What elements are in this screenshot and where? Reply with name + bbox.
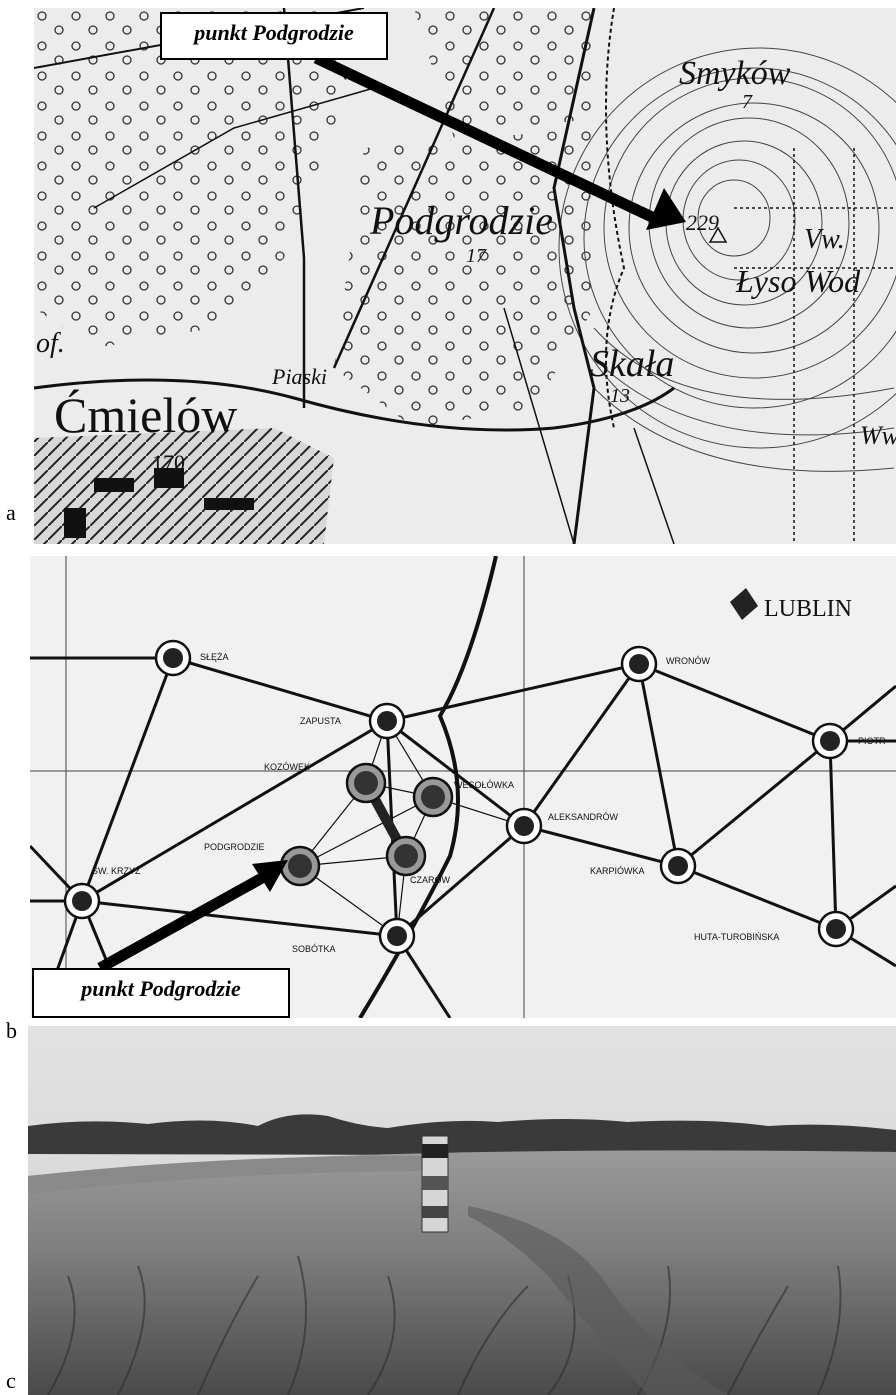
survey-marker-post: [421, 1135, 449, 1233]
station-aleksandrow: [505, 807, 543, 845]
station-kozowek: [345, 762, 387, 804]
label-elevation-229: 229: [686, 210, 719, 235]
label-lublin: LUBLIN: [764, 596, 852, 622]
label-skala-number: 13: [610, 385, 630, 407]
label-piaski: Piaski: [271, 364, 327, 389]
label-vw: Vw.: [804, 224, 845, 255]
label-kozowek: KOZÓWEK: [264, 762, 310, 772]
field-photo: [28, 1026, 896, 1395]
label-zapusta: ZAPUSTA: [300, 716, 341, 726]
label-sw-krzyz: ŚW. KRZYŻ: [92, 865, 141, 876]
label-lysowody: Łyso Wod: [735, 263, 861, 299]
pointer-arrow-shaft: [313, 53, 657, 223]
label-piotr: PIOTR: [858, 736, 886, 746]
label-podgrodzie-number: 17: [466, 245, 487, 267]
station-karpiowka: [659, 847, 697, 885]
triangulation-network-panel: SŁĘŻA ZAPUSTA WRONÓW PIOTR KOZÓWEK WESOŁ…: [30, 556, 896, 1018]
triangulation-network: SŁĘŻA ZAPUSTA WRONÓW PIOTR KOZÓWEK WESOŁ…: [30, 556, 896, 1018]
station-zapusta: [368, 702, 406, 740]
station-piotr: [811, 722, 849, 760]
label-smykow: Smyków: [679, 55, 791, 92]
callout-podgrodzie-a: punkt Podgrodzie: [160, 12, 388, 60]
panel-letter-a: a: [6, 500, 16, 525]
station-czarow: [385, 835, 427, 877]
station-sobotka: [378, 917, 416, 955]
pointer-arrow-shaft-b: [97, 873, 265, 973]
label-wronow: WRONÓW: [666, 656, 710, 666]
station-huta-turobinska: [817, 910, 855, 948]
station-sleza: [154, 639, 192, 677]
topographic-map: Smyków 7 Podgrodzie 17 229 Vw. Łyso Wod …: [34, 8, 896, 544]
label-wesolowka: WESOŁÓWKA: [454, 780, 514, 790]
arrow-head-icon: [646, 188, 686, 230]
label-sleza: SŁĘŻA: [200, 652, 229, 662]
station-podgrodzie: [279, 845, 321, 887]
label-podgrodzie: Podgrodzie: [369, 198, 553, 243]
label-sobotka: SOBÓTKA: [292, 944, 336, 954]
panel-letter-c: c: [6, 1368, 16, 1393]
station-wesolowka: [412, 776, 454, 818]
label-ww: Ww: [860, 421, 896, 450]
field-photo-panel: [28, 1026, 896, 1395]
label-huta-turobinska: HUTA-TUROBIŃSKA: [694, 932, 779, 942]
topographic-map-panel: Smyków 7 Podgrodzie 17 229 Vw. Łyso Wod …: [34, 8, 896, 544]
label-smykow-number: 7: [742, 91, 753, 113]
label-aleksandrow: ALEKSANDRÓW: [548, 812, 619, 822]
lublin-marker-icon: [730, 588, 758, 620]
label-karpiowka: KARPIÓWKA: [590, 866, 645, 876]
label-podgrodzie: PODGRODZIE: [204, 842, 265, 852]
label-cmielow-number: 170: [152, 450, 185, 475]
label-czarow: CZARÓW: [410, 875, 451, 885]
label-cmielow: Ćmielów: [54, 387, 237, 443]
panel-letter-b: b: [6, 1018, 17, 1043]
label-skala: Skała: [590, 343, 674, 385]
station-sw-krzyz: [63, 882, 101, 920]
label-of: of.: [36, 328, 65, 359]
station-wronow: [620, 645, 658, 683]
callout-podgrodzie-b: punkt Podgrodzie: [32, 968, 290, 1018]
arrow-head-b-icon: [252, 860, 288, 892]
